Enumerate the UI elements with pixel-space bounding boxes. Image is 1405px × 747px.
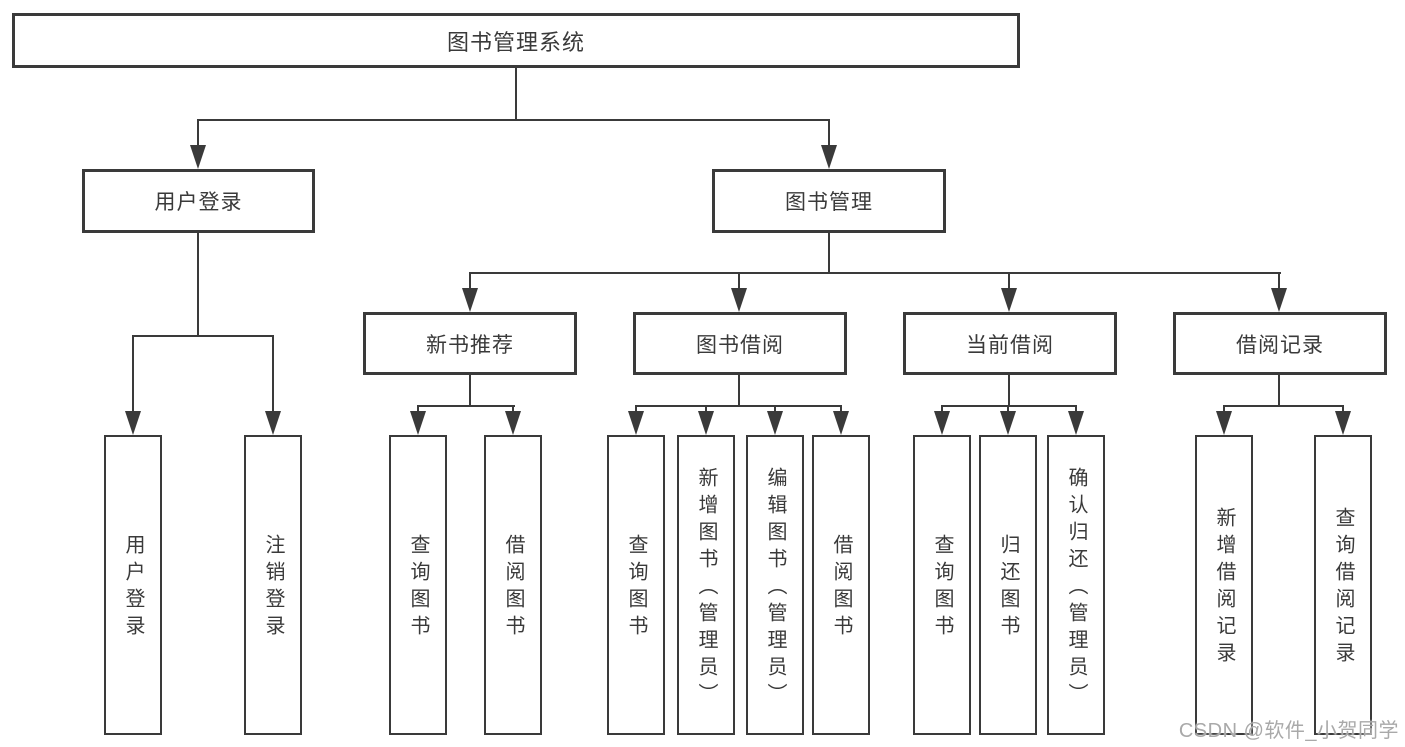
leaf-query-books-current: 查询图书 xyxy=(913,435,971,735)
leaf-borrow-books: 借阅图书 xyxy=(812,435,870,735)
arrow-down-icon xyxy=(1335,411,1351,435)
connector-line xyxy=(272,335,274,415)
connector-line xyxy=(512,405,514,415)
connector-line xyxy=(132,335,134,415)
node-book-management: 图书管理 xyxy=(712,169,946,233)
arrow-down-icon xyxy=(190,145,206,169)
connector-line xyxy=(1342,405,1344,415)
leaf-user-login: 用户登录 xyxy=(104,435,162,735)
arrow-down-icon xyxy=(1216,411,1232,435)
connector-line xyxy=(132,335,274,337)
node-borrow-records: 借阅记录 xyxy=(1173,312,1387,375)
connector-line xyxy=(1223,405,1344,407)
connector-line xyxy=(197,119,830,121)
connector-line xyxy=(840,405,842,415)
connector-line xyxy=(469,272,1281,274)
arrow-down-icon xyxy=(1001,288,1017,312)
leaf-query-books-recommend: 查询图书 xyxy=(389,435,447,735)
connector-line xyxy=(515,68,517,120)
connector-line xyxy=(828,119,830,149)
node-book-borrow: 图书借阅 xyxy=(633,312,847,375)
connector-line xyxy=(417,405,515,407)
leaf-edit-book-admin: 编辑图书（管理员） xyxy=(746,435,804,735)
leaf-borrow-books-recommend: 借阅图书 xyxy=(484,435,542,735)
node-new-book-recommend: 新书推荐 xyxy=(363,312,577,375)
connector-line xyxy=(1008,375,1010,407)
arrow-down-icon xyxy=(505,411,521,435)
arrow-down-icon xyxy=(1271,288,1287,312)
arrow-down-icon xyxy=(1068,411,1084,435)
arrow-down-icon xyxy=(934,411,950,435)
arrow-down-icon xyxy=(698,411,714,435)
arrow-down-icon xyxy=(821,145,837,169)
connector-line xyxy=(1278,272,1280,292)
connector-line xyxy=(1223,405,1225,415)
node-user-login: 用户登录 xyxy=(82,169,315,233)
arrow-down-icon xyxy=(767,411,783,435)
connector-line xyxy=(1075,405,1077,415)
connector-line xyxy=(941,405,943,415)
connector-line xyxy=(705,405,707,415)
connector-line xyxy=(635,405,637,415)
connector-line xyxy=(738,272,740,292)
connector-line xyxy=(774,405,776,415)
arrow-down-icon xyxy=(628,411,644,435)
connector-line xyxy=(197,233,199,336)
arrow-down-icon xyxy=(731,288,747,312)
node-root-library-system: 图书管理系统 xyxy=(12,13,1020,68)
leaf-add-borrow-record: 新增借阅记录 xyxy=(1195,435,1253,735)
node-current-borrow: 当前借阅 xyxy=(903,312,1117,375)
arrow-down-icon xyxy=(265,411,281,435)
connector-line xyxy=(941,405,1077,407)
connector-line xyxy=(469,375,471,407)
arrow-down-icon xyxy=(125,411,141,435)
connector-line xyxy=(828,233,830,274)
leaf-confirm-return-admin: 确认归还（管理员） xyxy=(1047,435,1105,735)
leaf-query-books-borrow: 查询图书 xyxy=(607,435,665,735)
connector-line xyxy=(738,375,740,407)
connector-line xyxy=(1007,405,1009,415)
connector-line xyxy=(469,272,471,292)
connector-line xyxy=(417,405,419,415)
leaf-logout: 注销登录 xyxy=(244,435,302,735)
leaf-query-borrow-record: 查询借阅记录 xyxy=(1314,435,1372,735)
connector-line xyxy=(635,405,842,407)
csdn-watermark: CSDN @软件_小贺同学 xyxy=(1178,720,1399,742)
leaf-return-book: 归还图书 xyxy=(979,435,1037,735)
connector-line xyxy=(1278,375,1280,407)
arrow-down-icon xyxy=(833,411,849,435)
arrow-down-icon xyxy=(1000,411,1016,435)
arrow-down-icon xyxy=(410,411,426,435)
leaf-add-book-admin: 新增图书（管理员） xyxy=(677,435,735,735)
connector-line xyxy=(1008,272,1010,292)
arrow-down-icon xyxy=(462,288,478,312)
connector-line xyxy=(197,119,199,149)
